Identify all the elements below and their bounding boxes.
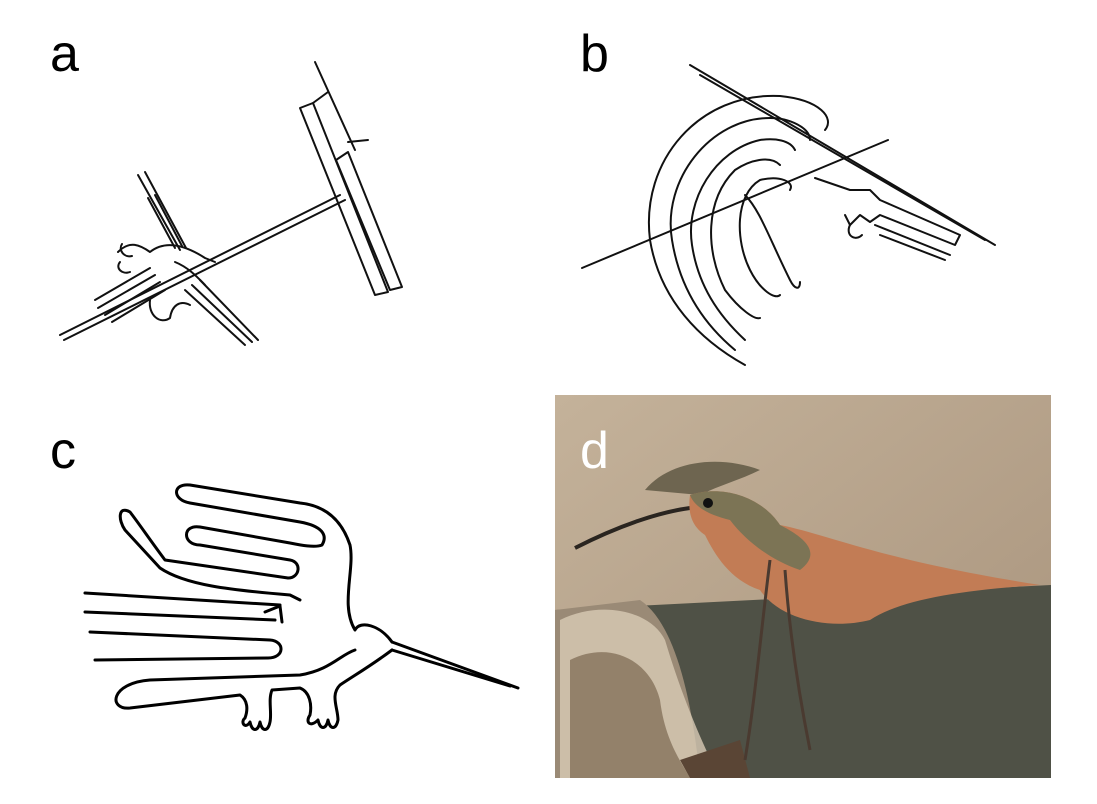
panel-label-d: d — [580, 422, 609, 480]
panel-c-drawing — [83, 483, 520, 731]
panel-label-a: a — [50, 25, 79, 83]
panel-a-drawing — [59, 61, 403, 346]
panel-label-c: c — [50, 422, 76, 480]
panel-label-b: b — [580, 25, 609, 83]
panel-d-photo — [555, 395, 1051, 778]
panel-b-drawing — [581, 64, 996, 366]
